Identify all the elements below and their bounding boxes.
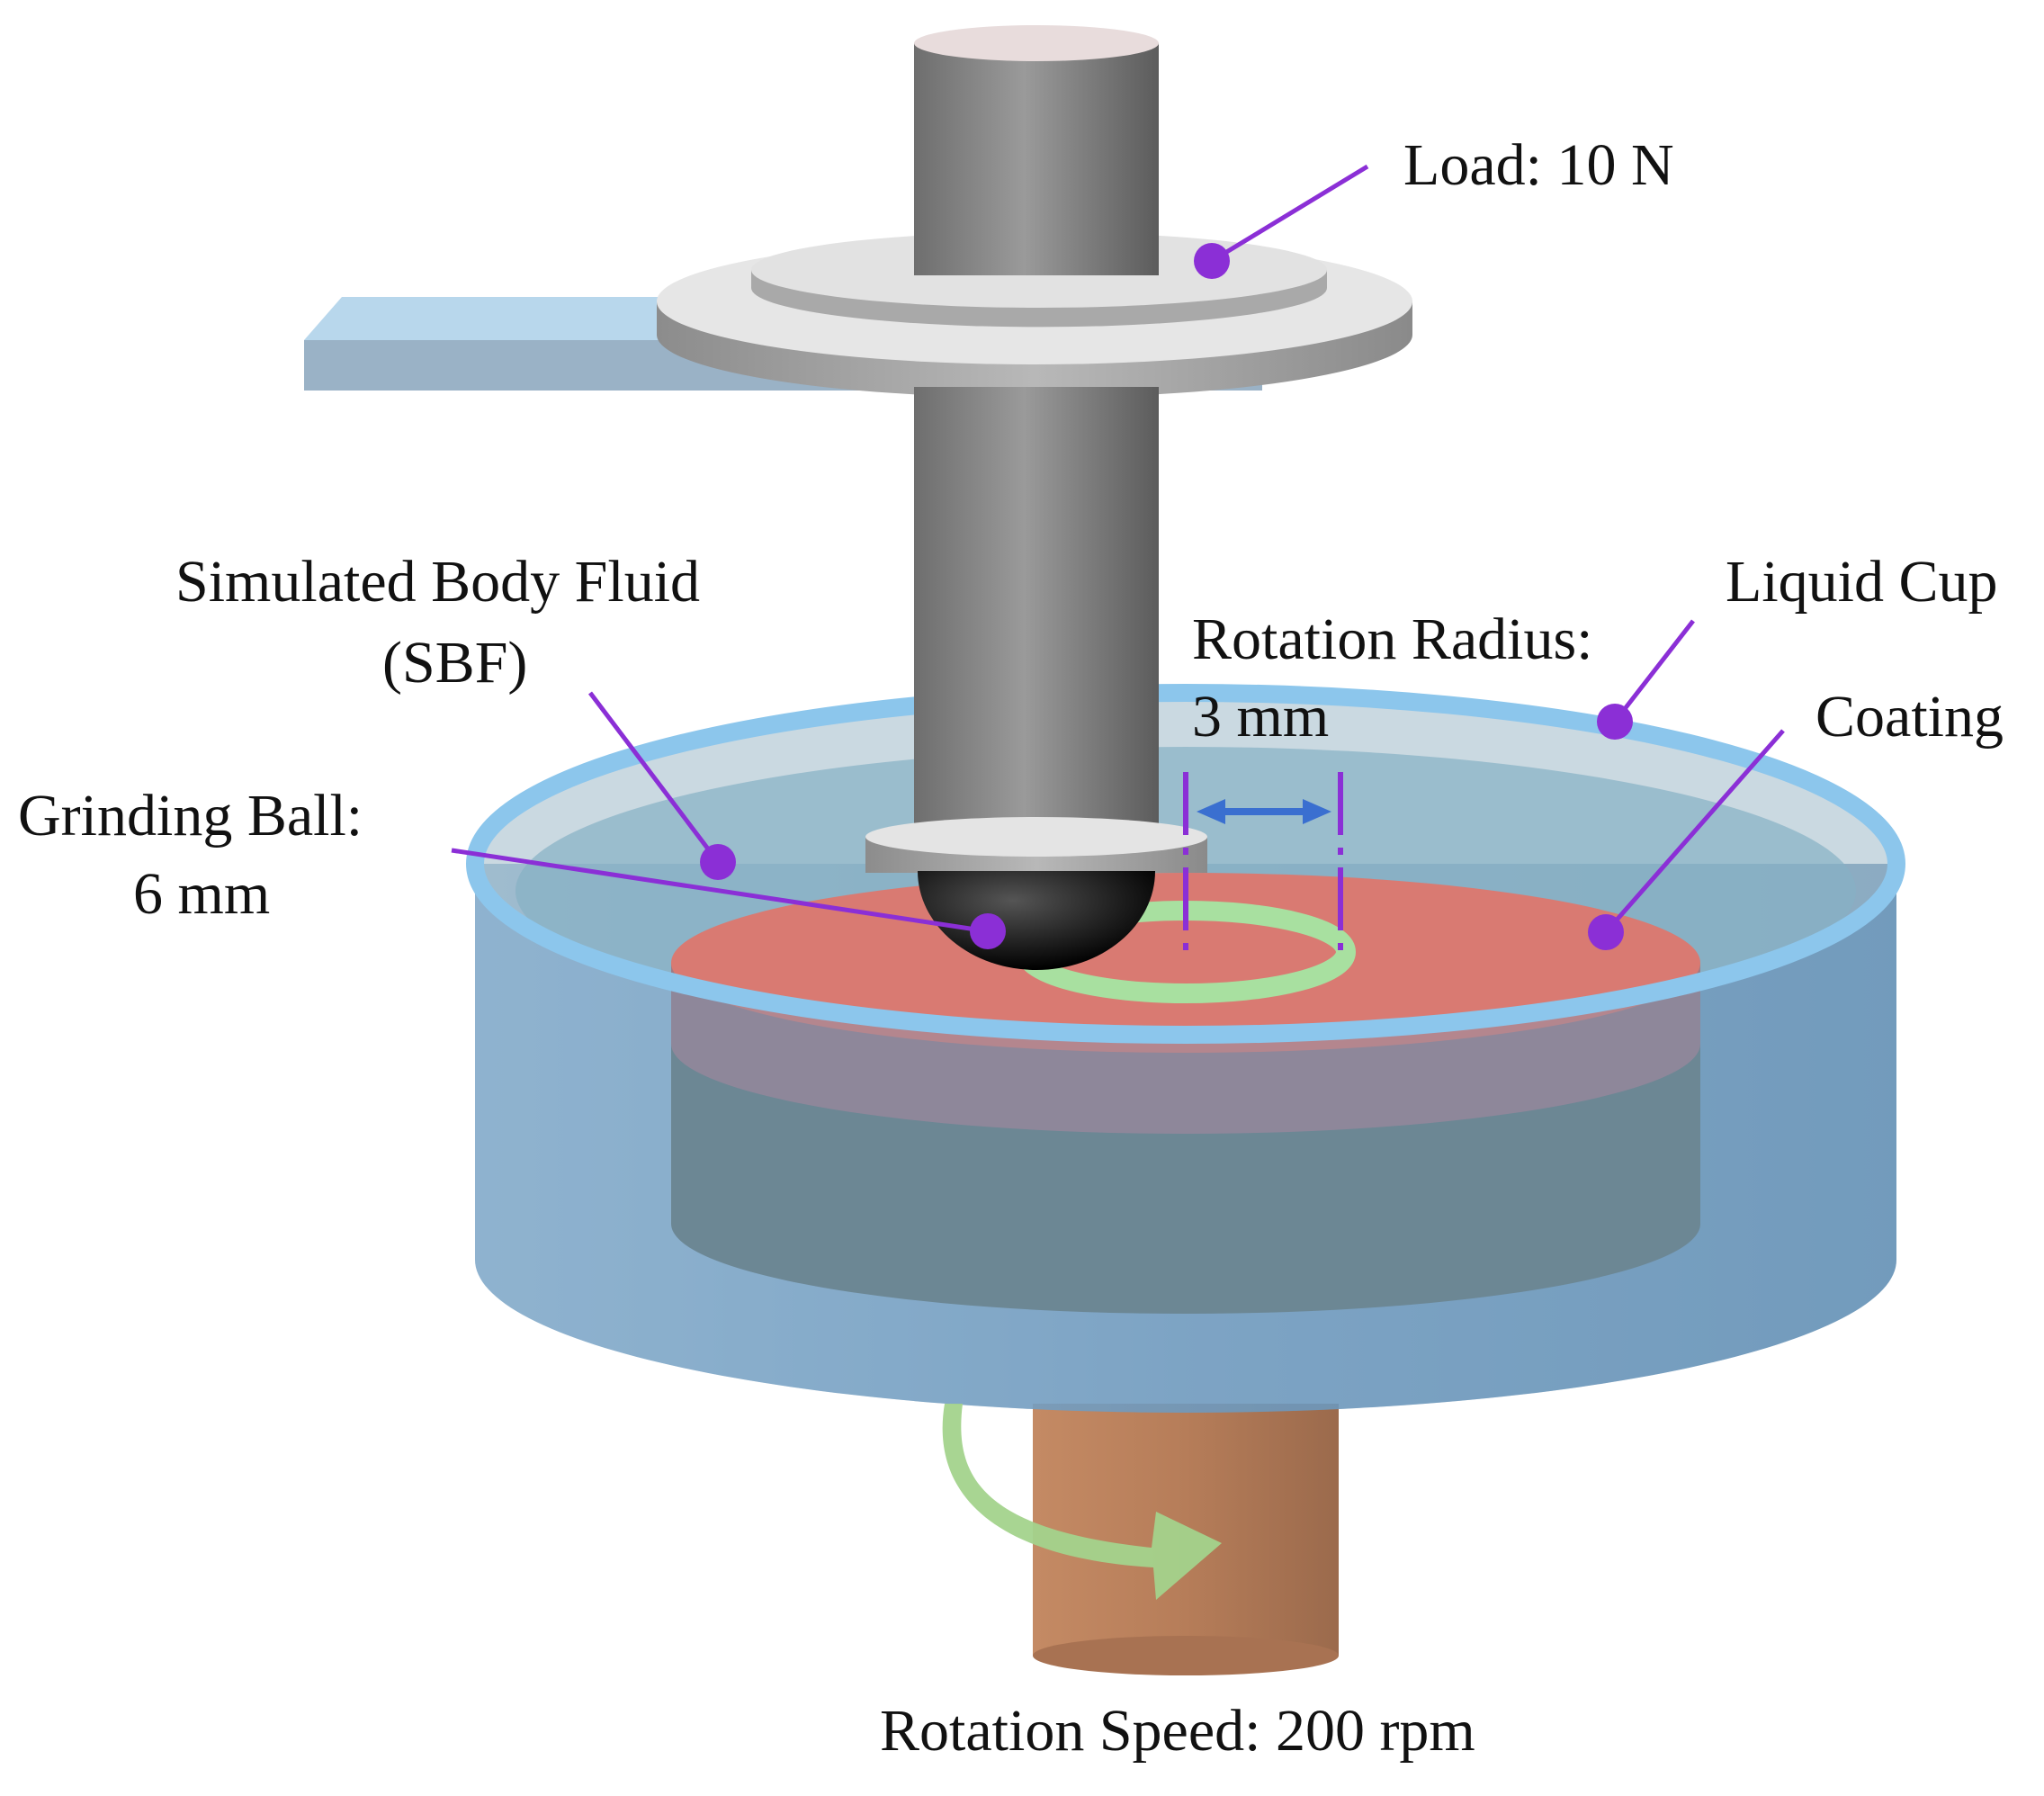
leader-sbf xyxy=(588,691,736,880)
rotating-shaft xyxy=(1033,1404,1339,1675)
leader-coating xyxy=(1588,729,1785,950)
label-coating: Coating xyxy=(1815,684,2004,750)
curved-arrow-icon xyxy=(942,1404,1222,1600)
load-weight xyxy=(657,232,1412,398)
label-ball-line1: Grinding Ball: xyxy=(18,783,363,849)
label-sbf-line2: (SBF) xyxy=(382,630,527,696)
double-arrow-icon xyxy=(1197,799,1331,824)
spindle xyxy=(914,25,1159,855)
label-ball-line2: 6 mm xyxy=(133,861,270,927)
cup-front-wall xyxy=(475,864,1896,1413)
label-speed: Rotation Speed: 200 rpm xyxy=(880,1698,1475,1764)
leader-load xyxy=(1194,164,1369,279)
ball-holder xyxy=(865,817,1207,873)
sample-disc xyxy=(671,873,1700,1314)
label-radius-line1: Rotation Radius: xyxy=(1192,606,1593,672)
label-radius-line2: 3 mm xyxy=(1192,684,1329,750)
leader-liquid-cup xyxy=(1597,619,1695,740)
label-load: Load: 10 N xyxy=(1403,132,1674,198)
radius-indicator xyxy=(1183,772,1343,963)
label-sbf-line1: Simulated Body Fluid xyxy=(175,549,700,615)
coating-surface xyxy=(671,873,1700,1053)
cup-rim xyxy=(466,684,1905,1044)
label-liquid-cup: Liquid Cup xyxy=(1726,549,1998,615)
leader-grinding-ball xyxy=(451,848,1006,949)
